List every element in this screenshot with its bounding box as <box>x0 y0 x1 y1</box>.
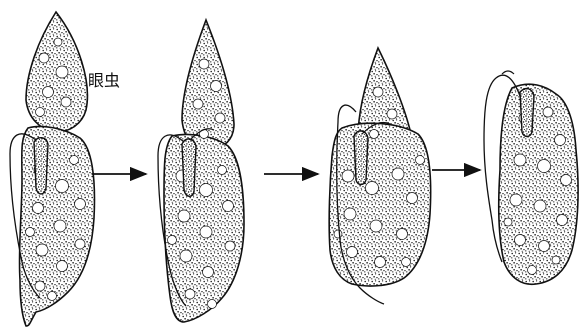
euglena-stage-1 <box>10 12 94 326</box>
euglena-stage-2 <box>158 20 244 322</box>
euglena-stage-4 <box>484 71 578 284</box>
organism-label: 眼虫 <box>88 71 120 90</box>
euglena-stage-3 <box>329 48 431 304</box>
